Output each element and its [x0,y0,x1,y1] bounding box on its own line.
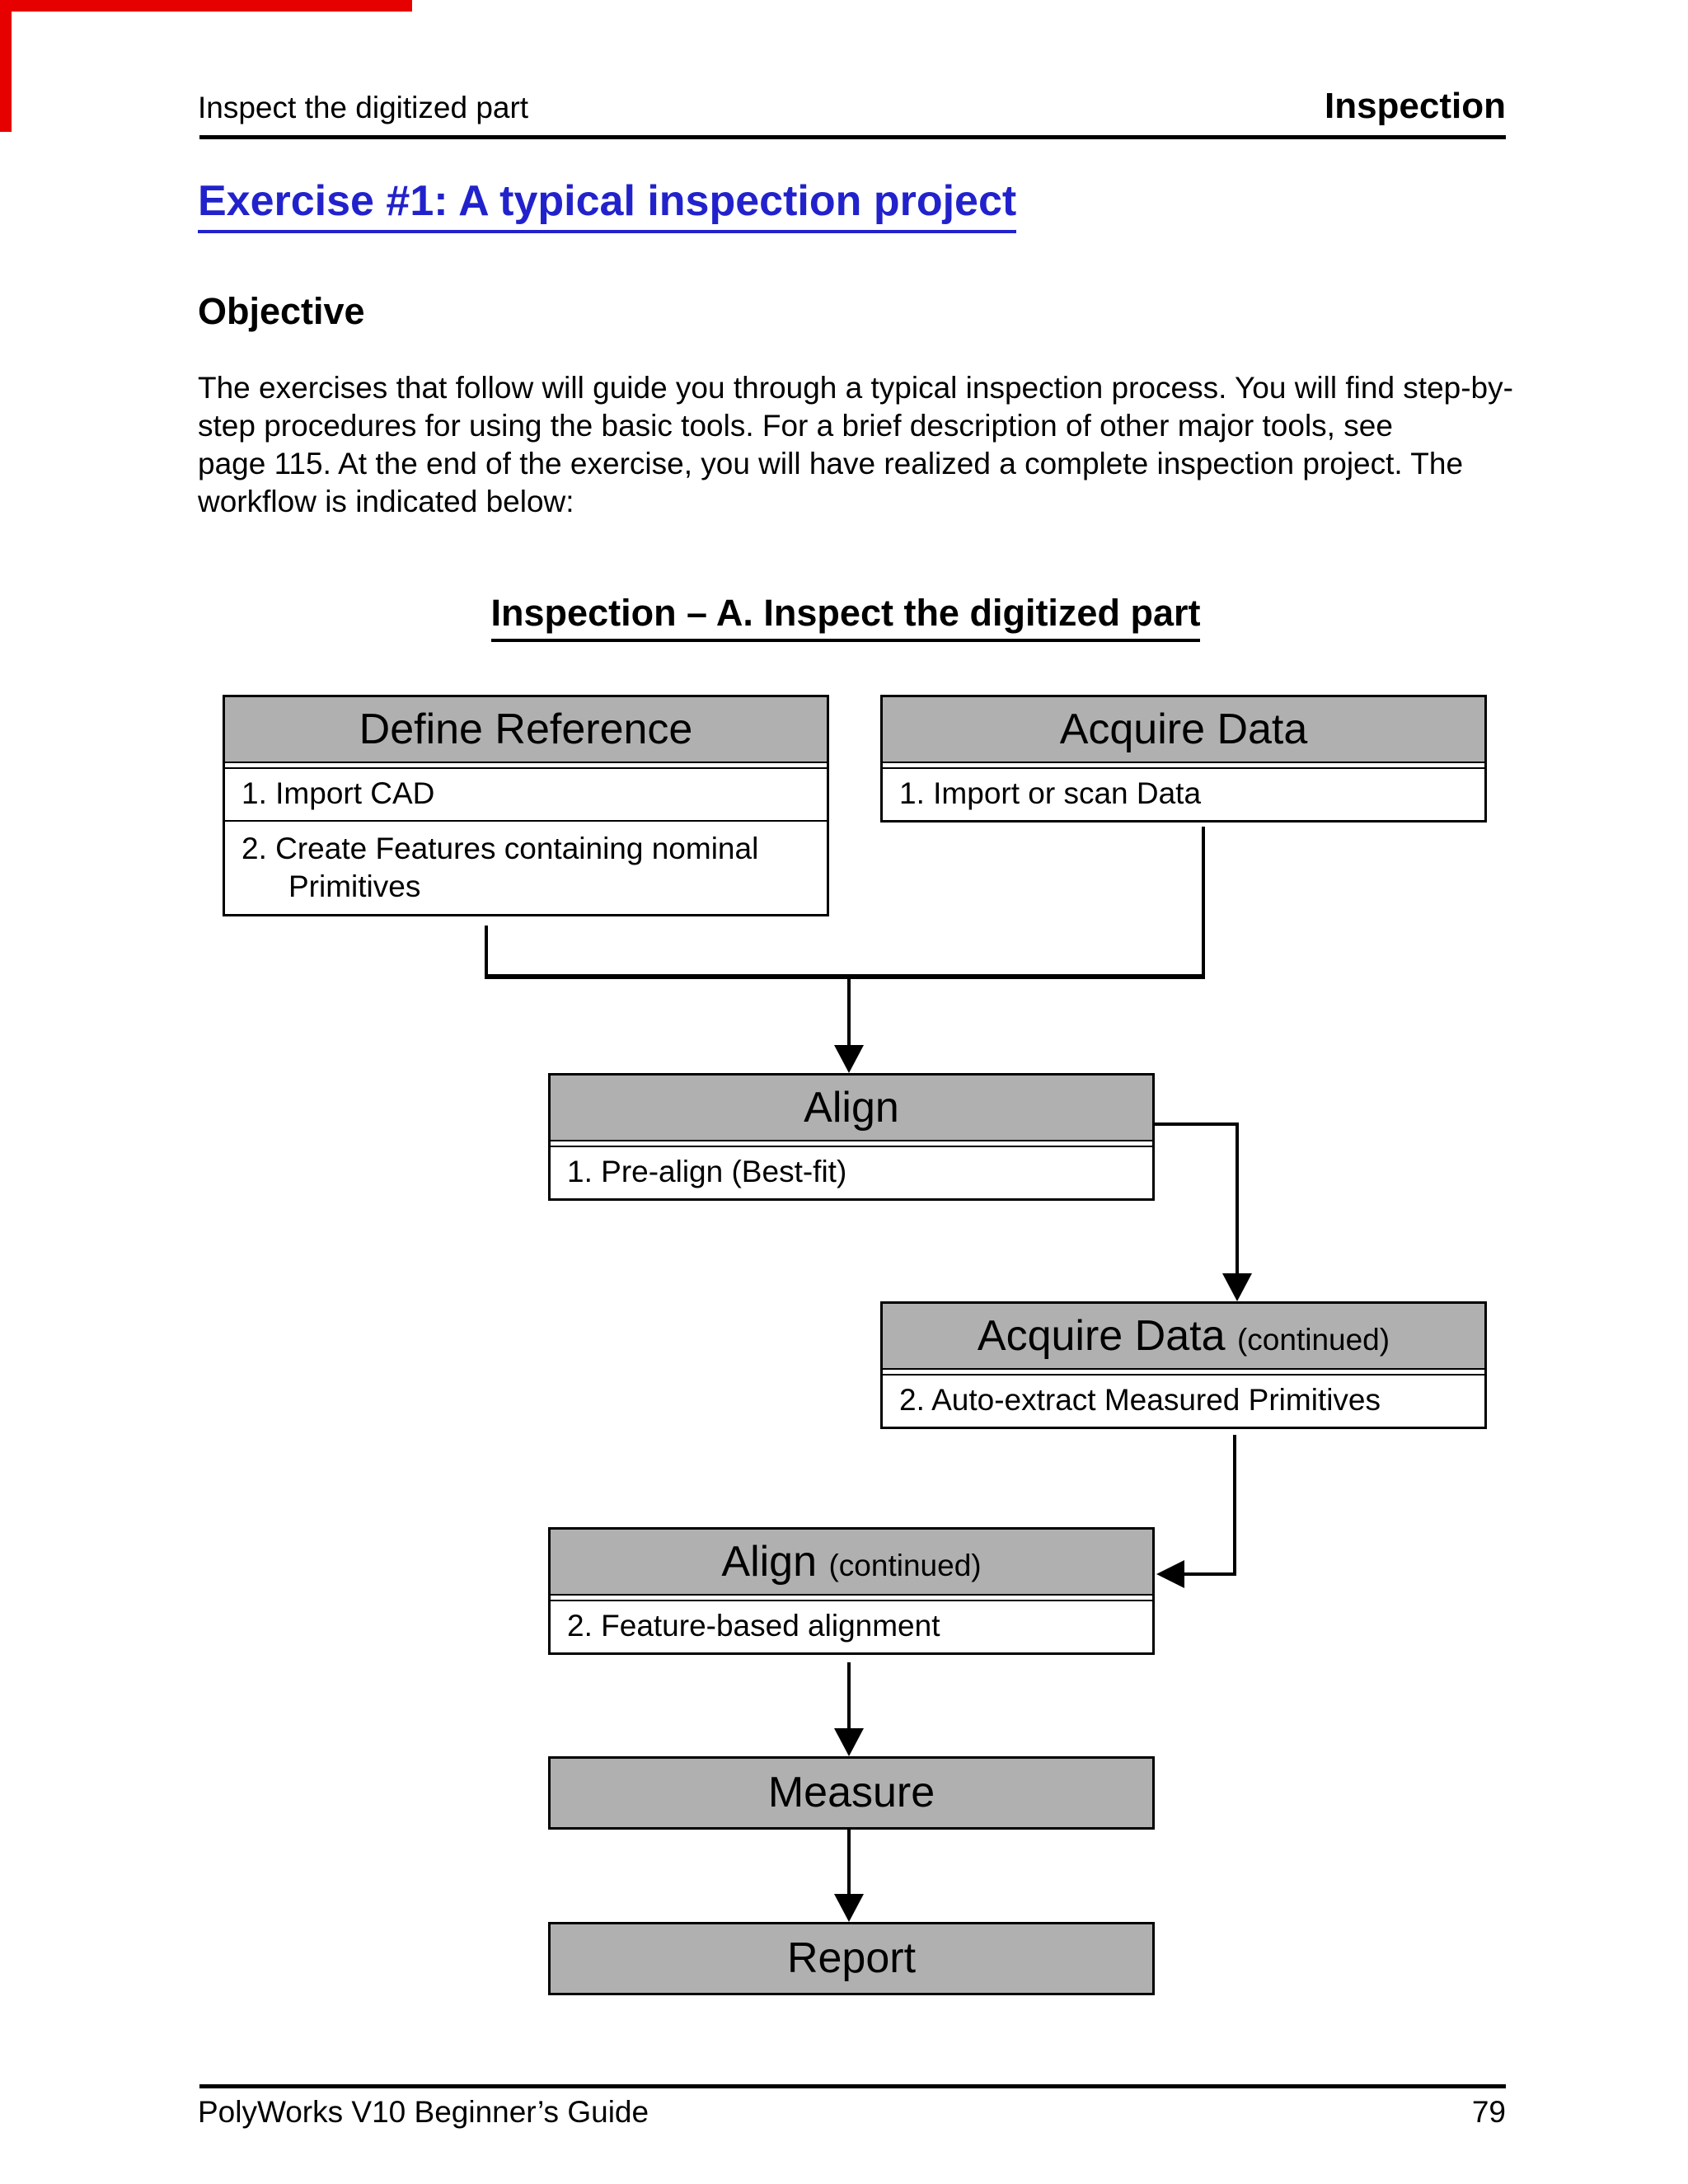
arrowhead-to-acquire-data-continued [1222,1273,1252,1301]
header-rule [199,135,1506,139]
flow-box-title: Acquire Data [883,697,1484,763]
connector-align-right [1155,1122,1239,1126]
connector-acquire2-down [1233,1435,1236,1576]
flow-step: 2. Feature-based alignment [567,1609,940,1643]
footer-page-number: 79 [1471,2095,1506,2129]
objective-paragraph: The exercises that follow will guide you… [198,369,1533,521]
flow-box-align-continued: Align (continued) 2. Feature-based align… [548,1527,1155,1655]
paragraph-line: workflow is indicated below: [198,485,574,518]
connector-define-down [485,926,488,979]
objective-heading: Objective [198,290,365,332]
footer-book-title: PolyWorks V10 Beginner’s Guide [198,2095,649,2129]
flow-box-title-text: Align [721,1538,818,1586]
flow-box-report: Report [548,1922,1155,1995]
flow-box-title-suffix: (continued) [828,1549,982,1582]
scan-edge-mark-top [0,0,412,12]
flow-box-align: Align 1. Pre-align (Best-fit) [548,1073,1155,1201]
flow-box-divider [551,1141,1152,1147]
flow-box-define-reference: Define Reference 1. Import CAD 2. Create… [223,695,829,916]
flow-box-title: Align (continued) [551,1530,1152,1596]
flow-step: 1. Import or scan Data [899,776,1202,810]
flow-box-acquire-data-continued: Acquire Data (continued) 2. Auto-extract… [880,1301,1487,1429]
arrowhead-to-report [834,1894,864,1922]
connector-to-align2-horizontal [1182,1572,1236,1576]
connector-to-measure-shaft [847,1662,851,1732]
connector-merge-horizontal [485,974,1205,979]
flow-step: 2. Auto-extract Measured Primitives [899,1383,1381,1417]
flow-step: 1. Import CAD [241,776,435,810]
paragraph-line: step procedures for using the basic tool… [198,409,1393,443]
flow-box-divider [551,1596,1152,1601]
arrowhead-to-align-continued [1156,1560,1184,1588]
flow-box-divider [883,763,1484,769]
connector-to-acquire2-shaft [1236,1122,1239,1275]
connector-to-align-shaft [847,979,851,1048]
flow-box-title: Align [551,1076,1152,1141]
flow-box-title: Define Reference [225,697,827,763]
flow-box-divider [883,1370,1484,1376]
flow-box-measure: Measure [548,1756,1155,1830]
running-header-section: Inspect the digitized part [198,91,529,124]
flow-box-title-text: Acquire Data [977,1312,1226,1360]
footer-rule [199,2084,1506,2088]
paragraph-line: page 115. At the end of the exercise, yo… [198,447,1464,480]
flow-box-title: Acquire Data (continued) [883,1304,1484,1370]
connector-to-report-shaft [847,1830,851,1897]
diagram-heading-wrap: Inspection – A. Inspect the digitized pa… [0,592,1688,642]
diagram-heading: Inspection – A. Inspect the digitized pa… [490,592,1201,642]
flow-box-acquire-data: Acquire Data 1. Import or scan Data [880,695,1487,823]
paragraph-line: The exercises that follow will guide you… [198,371,1513,405]
running-header-chapter: Inspection [1324,86,1506,126]
flow-box-divider [225,763,827,769]
connector-acquire-down [1202,827,1205,976]
flow-step: 2. Create Features containing nominal Pr… [225,820,827,914]
flow-box-title-suffix: (continued) [1236,1323,1390,1357]
arrowhead-to-align [834,1045,864,1073]
scan-edge-mark-left [0,0,12,132]
arrowhead-to-measure [834,1728,864,1756]
exercise-title-link[interactable]: Exercise #1: A typical inspection projec… [198,177,1017,234]
flow-step: 1. Pre-align (Best-fit) [567,1155,847,1188]
